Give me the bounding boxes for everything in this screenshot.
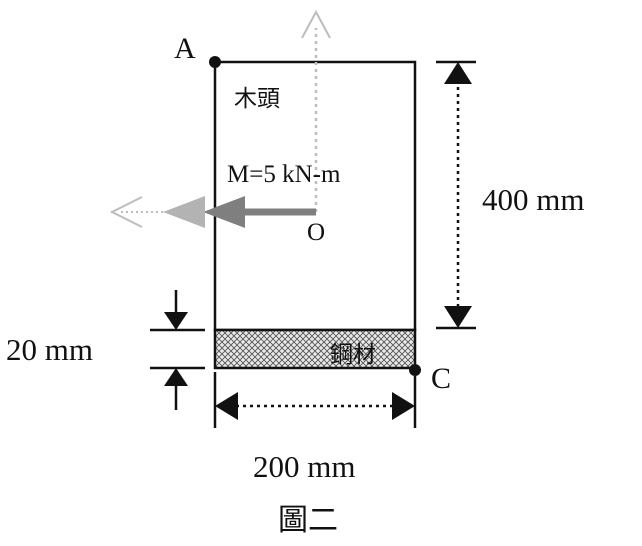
height-arrow-top bbox=[444, 62, 472, 84]
point-c-label: C bbox=[431, 362, 451, 395]
steel-thickness-dimension: 20 mm bbox=[6, 290, 205, 410]
point-c-marker bbox=[409, 364, 421, 376]
thickness-arrow-bottom-head bbox=[164, 368, 188, 386]
wood-label: 木頭 bbox=[234, 86, 280, 112]
height-arrow-bottom bbox=[444, 306, 472, 328]
width-arrow-right bbox=[392, 392, 415, 420]
point-a-marker bbox=[209, 56, 221, 68]
moment-arrow-head-rear bbox=[163, 196, 205, 228]
height-dimension-label: 400 mm bbox=[482, 182, 584, 217]
thickness-arrow-top-head bbox=[164, 312, 188, 330]
vertical-arrow bbox=[301, 9, 331, 212]
moment-arrow-faint-head bbox=[109, 196, 143, 228]
width-dimension-label: 200 mm bbox=[253, 449, 355, 484]
figure-caption: 圖二 bbox=[278, 503, 338, 538]
width-dimension: 200 mm bbox=[213, 372, 417, 484]
steel-label: 鋼材 bbox=[330, 342, 376, 368]
steel-hatched-strip bbox=[213, 328, 417, 370]
point-o-label: O bbox=[307, 219, 325, 246]
moment-arrow bbox=[109, 196, 316, 228]
moment-label: M=5 kN-m bbox=[227, 161, 341, 188]
steel-section bbox=[213, 328, 417, 370]
steel-thickness-label: 20 mm bbox=[6, 332, 93, 367]
width-arrow-left bbox=[215, 392, 238, 420]
vertical-arrow-head bbox=[301, 9, 331, 39]
height-dimension: 400 mm bbox=[436, 60, 584, 330]
moment-arrow-head-front bbox=[203, 196, 245, 228]
point-a-label: A bbox=[174, 32, 196, 65]
